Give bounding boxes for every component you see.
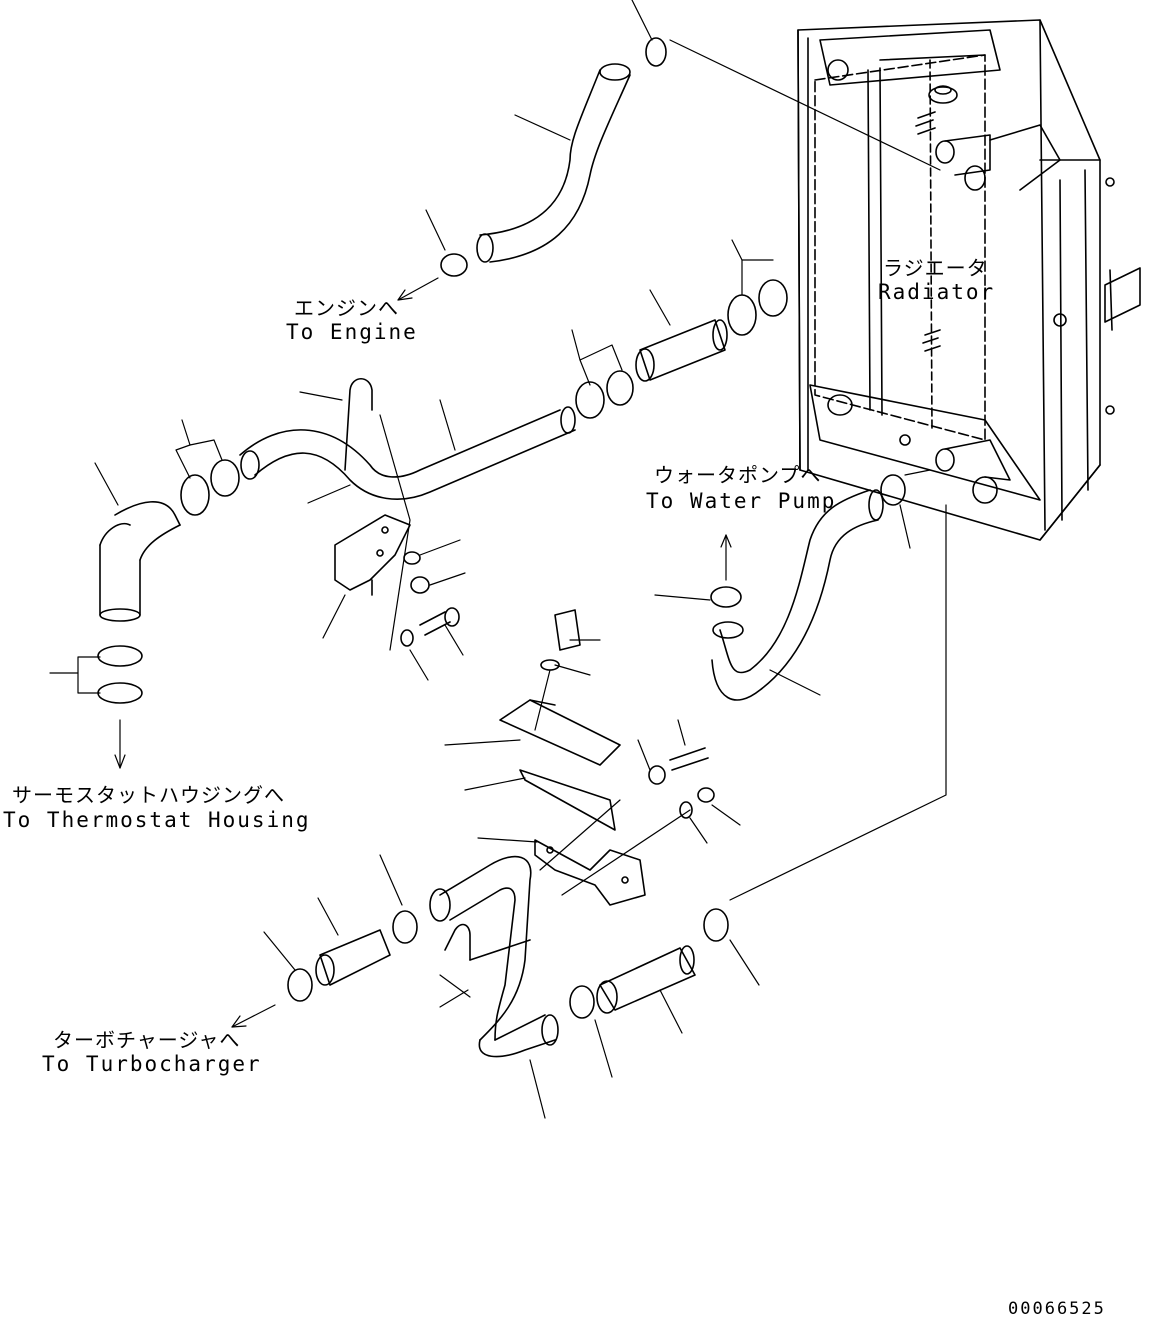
direction-arrows [114,277,732,1028]
bracket-upper [334,514,460,647]
turbocharger-label-jp: ターボチャージャへ [53,1028,241,1052]
arrow-to-turbocharger [231,1004,276,1028]
thermostat-label-en: To Thermostat Housing [3,808,311,832]
water-pump-label-en: To Water Pump [646,489,837,513]
lower-pipes [287,855,729,1058]
water-pump-hose [710,474,906,701]
leader-lines [49,0,947,1119]
drawing-number: 00066525 [1008,1299,1106,1319]
radiator [797,19,1141,541]
clamps-upper [440,37,667,277]
radiator-label-jp: ラジエータ [883,256,988,280]
radiator-label-en: Radiator [878,280,996,304]
upper-hose [476,63,631,263]
arrow-to-engine [397,277,439,301]
lower-bracket [534,839,646,906]
thermostat-label-jp: サーモスタットハウジングへ [12,783,285,807]
turbocharger-label-en: To Turbocharger [42,1052,262,1076]
heat-shield [499,609,715,831]
engine-label-en: To Engine [286,320,418,344]
engine-label-jp: エンジンへ [294,296,399,320]
middle-pipes [97,279,788,704]
water-pump-label-jp: ウォータポンプへ [654,463,822,487]
